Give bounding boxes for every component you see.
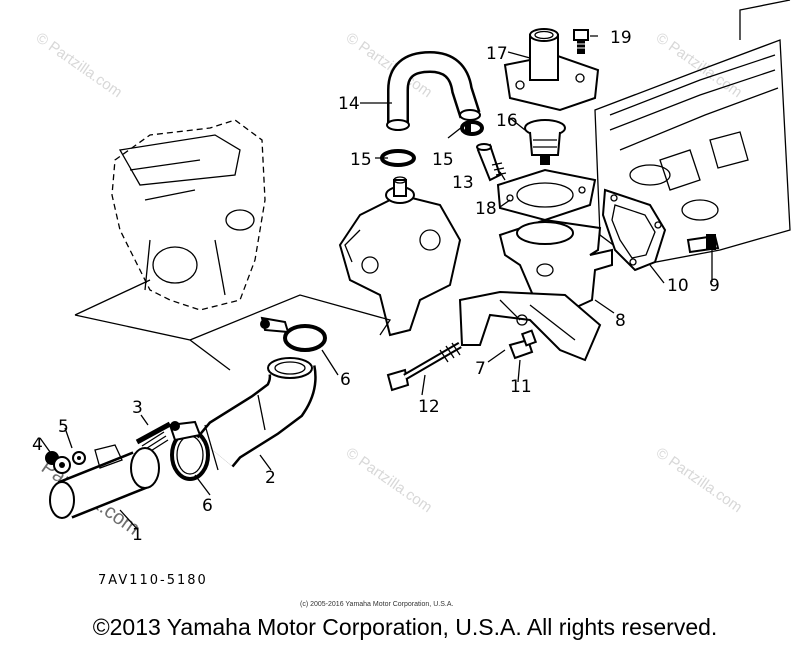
callout-6-lower: 6 bbox=[202, 496, 213, 516]
spring-3 bbox=[135, 421, 172, 455]
callout-18: 18 bbox=[475, 199, 497, 219]
thermostat-housing-8 bbox=[498, 218, 613, 312]
watermark-text: © Partzilla.com bbox=[33, 29, 126, 101]
bracket-7 bbox=[458, 290, 602, 362]
callout-13: 13 bbox=[452, 173, 474, 193]
callout-1: 1 bbox=[132, 525, 143, 545]
washer-5 bbox=[72, 451, 86, 465]
small-copyright: (c) 2005-2016 Yamaha Motor Corporation, … bbox=[300, 601, 453, 608]
callout-19: 19 bbox=[610, 28, 632, 48]
callout-9: 9 bbox=[709, 276, 720, 296]
gasket-18 bbox=[496, 168, 597, 222]
callout-15-right: 15 bbox=[432, 150, 454, 170]
sensor-9 bbox=[686, 234, 720, 254]
catalog-code: 7AV110-5180 bbox=[98, 573, 208, 588]
hose-clamp-6-lower bbox=[168, 420, 210, 481]
callout-16: 16 bbox=[496, 111, 518, 131]
leader-lines bbox=[39, 35, 713, 531]
bolt-19 bbox=[573, 29, 589, 54]
watermark-text: © Partzilla.com bbox=[653, 29, 746, 101]
callout-4: 4 bbox=[32, 435, 43, 455]
gasket-10 bbox=[601, 188, 667, 272]
callout-15-left: 15 bbox=[350, 150, 372, 170]
thermostat-16 bbox=[524, 119, 566, 165]
cylinder-head-right bbox=[594, 0, 791, 266]
hose-clamp-15-right bbox=[460, 120, 484, 136]
callout-11: 11 bbox=[510, 377, 532, 397]
callout-2: 2 bbox=[265, 468, 276, 488]
thermostat-cover-17 bbox=[503, 28, 600, 112]
callout-labels: 1 2 3 4 5 6 6 7 8 9 10 11 12 13 14 15 15… bbox=[32, 28, 720, 545]
bolt-11 bbox=[508, 329, 538, 360]
callout-14: 14 bbox=[338, 94, 360, 114]
copyright-footer: ©2013 Yamaha Motor Corporation, U.S.A. A… bbox=[92, 614, 718, 640]
callout-6-upper: 6 bbox=[340, 370, 351, 390]
bolt-12 bbox=[386, 341, 462, 392]
callout-3: 3 bbox=[132, 398, 143, 418]
hose-clamp-6-upper bbox=[260, 316, 327, 352]
hose-2 bbox=[196, 357, 317, 471]
watermark-text: © Partzilla.com bbox=[653, 444, 746, 516]
pipe-1 bbox=[49, 444, 160, 519]
water-pump bbox=[338, 176, 462, 337]
hose-14 bbox=[386, 50, 481, 131]
callout-5: 5 bbox=[58, 417, 69, 437]
callout-8: 8 bbox=[615, 311, 626, 331]
callout-17: 17 bbox=[486, 44, 508, 64]
callout-7: 7 bbox=[475, 359, 486, 379]
callout-12: 12 bbox=[418, 397, 440, 417]
nut-4 bbox=[45, 451, 71, 474]
fitting-13 bbox=[476, 143, 507, 182]
engine-block-left bbox=[111, 119, 266, 311]
watermark-text: © Partzilla.com bbox=[343, 444, 436, 516]
callout-10: 10 bbox=[667, 276, 689, 296]
